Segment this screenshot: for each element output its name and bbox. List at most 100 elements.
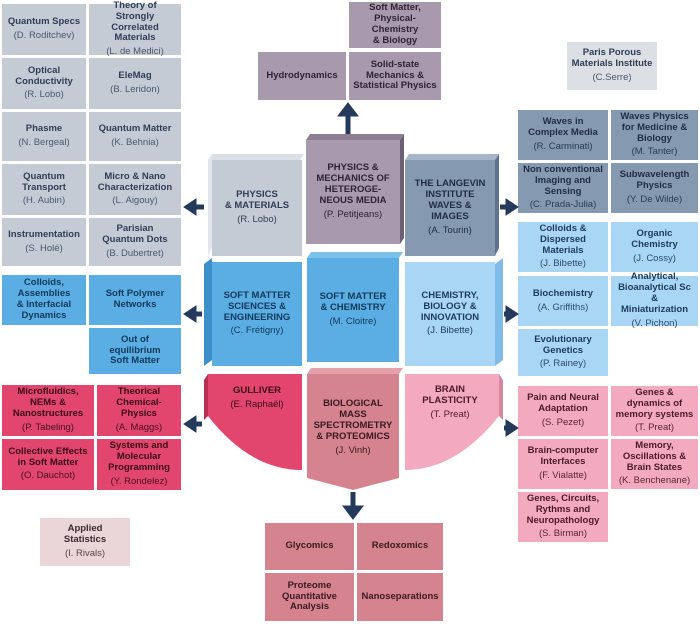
dept-leader: (R. Lobo)	[237, 213, 277, 225]
team-title: Biochemistry	[532, 287, 594, 299]
team-leader: (R. Lobo)	[24, 89, 64, 101]
team-subwavelength: Subwavelength Physics (Y. De Wilde)	[611, 163, 698, 213]
team-title: Non conventional Imaging and Sensing	[523, 163, 603, 197]
team-brain-computer: Brain-computer Interfaces (F. Vialatte)	[518, 439, 608, 489]
smc-top-face	[307, 252, 403, 258]
team-title: Waves Physics for Medicine & Biology	[620, 110, 689, 144]
team-title: Waves in Complex Media	[528, 116, 598, 139]
team-glycomics: Glycomics	[265, 523, 354, 570]
team-title: Phasme	[25, 123, 63, 135]
team-title: Genes & dynamics of memory systems	[615, 386, 694, 420]
team-micro-nano: Micro & Nano Characterization (L. Aigouy…	[89, 164, 181, 215]
team-solid-state-mechanics: Solid-state Mechanics & Statistical Phys…	[349, 52, 441, 100]
dept-title: CHEMISTRY, BIOLOGY & INNOVATION	[420, 289, 480, 323]
team-leader: (I. Rivals)	[64, 547, 106, 559]
team-elemag: EleMag (B. Leridon)	[89, 58, 181, 109]
arrow-left-2-head	[183, 305, 197, 323]
dept-leader: (E. Raphaël)	[230, 398, 284, 410]
dept-title: BRAIN PLASTICITY	[422, 384, 478, 407]
team-parisian-quantum-dots: Parisian Quantum Dots (B. Dubertret)	[89, 218, 181, 266]
cbi-side-face	[495, 258, 503, 366]
dept-physics-mechanics-heterogeneous: PHYSICS & MECHANICS OF HETEROGE- NEOUS M…	[306, 140, 400, 244]
team-title: Out of equilibrium Soft Matter	[109, 333, 161, 367]
team-title: Collective Effects in Soft Matter	[8, 445, 88, 468]
team-collective-effects: Collective Effects in Soft Matter (O. Da…	[2, 439, 94, 490]
team-leader: (M. Tanter)	[631, 146, 678, 158]
team-leader: (P. Rainey)	[539, 358, 587, 370]
team-biochemistry: Biochemistry (A. Griffiths)	[518, 276, 608, 326]
team-leader: (H. Aubin)	[22, 195, 66, 207]
team-microfluidics: Microfluidics, NEMs & Nanostructures (P.…	[2, 385, 94, 436]
bio-top-face	[307, 368, 403, 374]
team-leader: (L. de Medici)	[106, 46, 164, 58]
team-evolutionary-genetics: Evolutionary Genetics (P. Rainey)	[518, 329, 608, 376]
team-title: Organic Chemistry	[631, 228, 678, 251]
arrow-down-head	[341, 505, 365, 520]
dept-biological-mass-spectrometry: BIOLOGICAL MASS SPECTROMETRY & PROTEOMIC…	[307, 380, 399, 476]
team-title: Glycomics	[285, 540, 334, 552]
team-leader: (J. Bibette)	[540, 258, 586, 270]
arrow-up-head	[336, 102, 360, 117]
dept-leader: (J. Vinh)	[335, 444, 371, 456]
team-leader: (O. Dauchot)	[20, 470, 76, 482]
dept-leader: (T. Preat)	[430, 408, 470, 420]
dept-leader: (M. Cloitre)	[329, 315, 377, 327]
cbi-front-face	[405, 262, 495, 366]
team-nanoseparations: Nanoseparations	[357, 573, 443, 621]
team-leader: (V. Pichon)	[631, 317, 678, 329]
team-leader: (D. Roditchev)	[13, 30, 75, 41]
pmh-side-face	[400, 134, 404, 244]
team-quantum-specs: Quantum Specs (D. Roditchev)	[2, 4, 86, 55]
team-soft-matter-physchem-bio: Soft Matter, Physical-Chemistry & Biolog…	[349, 2, 441, 48]
gulliver-side-face	[204, 374, 208, 420]
arrow-right-1-head	[505, 198, 519, 216]
team-pain-neural: Pain and Neural Adaptation (S. Pezet)	[518, 386, 608, 436]
team-title: Quantum Matter	[98, 123, 172, 135]
team-title: Solid-state Mechanics & Statistical Phys…	[353, 58, 437, 92]
dept-brain-plasticity: BRAIN PLASTICITY (T. Preat)	[405, 378, 495, 428]
team-title: Memory, Oscillations & Brain States	[622, 439, 687, 473]
team-leader: (F. Vialatte)	[539, 469, 587, 481]
team-title: Brain-computer Interfaces	[527, 445, 599, 468]
dept-gulliver: GULLIVER (E. Raphaël)	[212, 378, 302, 418]
team-leader: (S. Holé)	[25, 242, 63, 254]
phys-top-face	[208, 154, 304, 160]
team-title: EleMag	[118, 70, 152, 82]
team-leader: (K. Benchenane)	[618, 475, 691, 487]
team-title: Micro & Nano Characterization	[97, 170, 173, 193]
team-leader: (B. Dubertret)	[106, 247, 164, 259]
team-title: Pain and Neural Adaptation	[527, 392, 599, 415]
team-title: Optical Conductivity	[15, 64, 73, 87]
team-title: Redoxomics	[371, 540, 429, 552]
team-title: Proteome Quantitative Analysis	[282, 579, 337, 613]
team-title: Theorical Chemical-Physics	[116, 386, 162, 419]
team-leader: (R. Carminati)	[533, 140, 593, 152]
langevin-front-face	[405, 160, 495, 256]
team-hydrodynamics: Hydrodynamics	[258, 52, 346, 100]
arrow-right-3-head	[505, 419, 519, 437]
team-leader: (B. Leridon)	[110, 84, 160, 95]
team-title: Soft Polymer Networks	[105, 288, 165, 310]
dept-chemistry-biology-innovation: CHEMISTRY, BIOLOGY & INNOVATION (J. Bibe…	[405, 262, 495, 366]
team-title: Theory of Strongly Correlated Materials	[111, 0, 159, 44]
brain-shape	[405, 374, 499, 470]
team-title: Colloids, Assemblies & Interfacial Dynam…	[16, 277, 72, 321]
team-title: Analytical, Bioanalytical Sc & Miniaturi…	[618, 271, 691, 315]
team-leader: (N. Bergeal)	[18, 137, 70, 148]
team-waves-physics-medicine: Waves Physics for Medicine & Biology (M.…	[611, 110, 698, 160]
team-leader: (C. Prada-Julia)	[529, 199, 597, 211]
team-optical-conductivity: Optical Conductivity (R. Lobo)	[2, 58, 86, 109]
team-leader: (T. Preat)	[634, 422, 675, 434]
team-waves-complex-media: Waves in Complex Media (R. Carminati)	[518, 110, 608, 160]
team-theory-correlated: Theory of Strongly Correlated Materials …	[89, 0, 181, 58]
team-leader: (A. Maggs)	[115, 421, 163, 433]
team-non-conventional-imaging: Non conventional Imaging and Sensing (C.…	[518, 163, 608, 213]
team-quantum-transport: Quantum Transport (H. Aubin)	[2, 164, 86, 215]
sms-front-face	[212, 262, 302, 366]
team-leader: (K. Behnia)	[111, 137, 159, 148]
team-colloids-assemblies: Colloids, Assemblies & Interfacial Dynam…	[2, 275, 86, 325]
team-title: Hydrodynamics	[266, 69, 338, 81]
team-memory-oscillations: Memory, Oscillations & Brain States (K. …	[611, 439, 698, 489]
arrow-left-1-head	[183, 198, 197, 216]
